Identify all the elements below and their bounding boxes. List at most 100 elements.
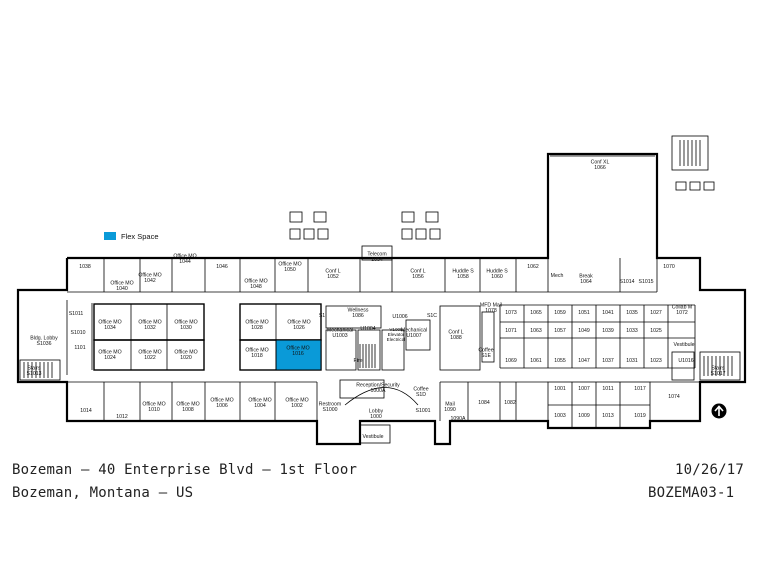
room-label-line: 1031 (626, 358, 638, 364)
room-label-1019: 1019 (634, 413, 646, 419)
room-label-line: 1070 (663, 264, 675, 270)
wall (429, 228, 441, 240)
room-label-line: 1059 (554, 310, 566, 316)
wall (425, 211, 439, 223)
room-label-1082: 1082 (504, 400, 516, 406)
room-label-1065: 1065 (530, 310, 542, 316)
room-label-line: 1000 (370, 414, 382, 420)
room-label-line: Office MO (244, 278, 267, 284)
room-label-line: 1018 (251, 353, 263, 359)
room-label-line: U1016 (678, 358, 693, 364)
room-label-line: 1011 (602, 386, 613, 392)
room-label-1057: 1057 (554, 328, 566, 334)
flex-space-room-1016 (275, 339, 322, 371)
room-label-1037: 1037 (602, 358, 614, 364)
wall (359, 424, 391, 444)
room-label-1012: 1012 (116, 414, 128, 420)
room-label-S1010: S1010 (70, 330, 85, 336)
room-label-1038: 1038 (79, 264, 91, 270)
room-label-line: 1061 (530, 358, 542, 364)
wall (357, 329, 381, 371)
room-label-1059: 1059 (554, 310, 566, 316)
room-label-line: U1007 (406, 333, 421, 339)
room-label-line: V1005 (389, 327, 403, 332)
room-label-line: 1065 (530, 310, 542, 316)
wall (303, 228, 315, 240)
room-label-1011: 1011 (602, 386, 613, 392)
room-label-line: Office MO (173, 253, 196, 259)
room-label-line: S1015 (638, 279, 653, 285)
room-label-line: Office MO (176, 401, 199, 407)
room-label-line: Office MO (285, 397, 308, 403)
room-label-1055: 1055 (554, 358, 566, 364)
room-label-line: 1038 (79, 264, 91, 270)
room-label-line: Office MO (245, 347, 268, 353)
room-label-line: 1074 (668, 394, 680, 400)
room-label-line: 1016 (292, 351, 304, 357)
room-label-1033: 1033 (626, 328, 638, 334)
wall (671, 135, 709, 171)
room-label-line: Office MO (174, 319, 197, 325)
room-label-line: 1050 (284, 267, 296, 273)
room-label-line: 1025 (650, 328, 662, 334)
room-label-S1015: S1015 (638, 279, 653, 285)
room-label-line: 1040 (116, 286, 128, 292)
legend-label: Flex Space (121, 232, 159, 241)
room-label-1041: 1041 (602, 310, 614, 316)
room-label-line: Vestibule (673, 342, 694, 348)
room-label-1031: 1031 (626, 358, 638, 364)
room-label-line: Lobby (369, 408, 384, 414)
room-label-line: 1010 (148, 407, 160, 413)
room-label-line: 1009 (578, 413, 590, 419)
room-label-1071: 1071 (505, 328, 517, 334)
room-label-line: Office MO (138, 272, 161, 278)
room-label-line: S1014 (619, 279, 634, 285)
room-label-1013: 1013 (602, 413, 614, 419)
room-label-line: 1030 (180, 325, 192, 331)
room-label-line: 1035 (626, 310, 638, 316)
wall (339, 379, 385, 399)
room-label-U1006: U1006 (392, 314, 407, 320)
legend: Flex Space (104, 232, 159, 241)
room-label-line: S1013 (26, 371, 41, 377)
room-label-line: 1002 (291, 403, 303, 409)
room-label-line: Office MO (245, 319, 268, 325)
room-label-1017: 1017 (634, 386, 646, 392)
room-label-line: 1066 (594, 165, 606, 171)
wall (289, 228, 301, 240)
room-label-1046: 1046 (216, 264, 228, 270)
room-label-line: S1001 (415, 408, 430, 414)
wall (401, 228, 413, 240)
wall (325, 305, 382, 329)
room-label-line: Conf XL (591, 159, 610, 165)
room-label-line: U1004 (360, 326, 375, 332)
room-label-line: 1044 (179, 259, 191, 265)
room-label-1084: 1084 (478, 400, 490, 406)
wall (289, 211, 303, 223)
room-label-line: Office MO (278, 261, 301, 267)
room-label-line: Elevator (388, 332, 405, 337)
room-label-1063: 1063 (530, 328, 542, 334)
room-label-line: 1090 (444, 407, 456, 413)
room-label-line: Break (579, 273, 593, 279)
room-label-line: Fire (354, 358, 363, 364)
room-label-line: 1078 (485, 308, 497, 314)
room-label-line: 1023 (650, 358, 662, 364)
wall (401, 211, 415, 223)
room-label-1073: 1073 (505, 310, 517, 316)
